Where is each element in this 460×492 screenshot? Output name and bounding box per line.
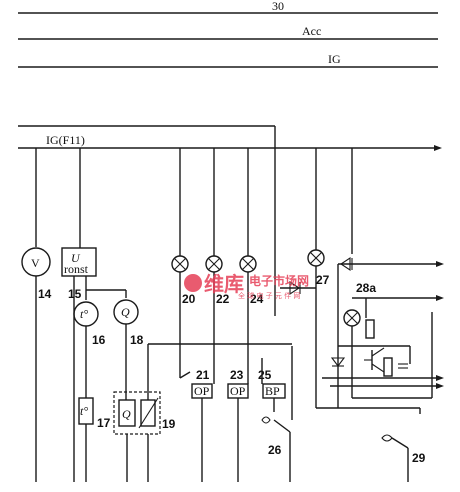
- temperature-sender: t° 17: [78, 397, 111, 482]
- temp-gauge-symbol: t°: [80, 307, 88, 321]
- op23-symbol: OP: [230, 384, 246, 398]
- regulator-symbol: U: [71, 251, 81, 265]
- voltmeter: V 14: [21, 148, 52, 482]
- rail-acc: Acc: [18, 24, 438, 40]
- temp-sender-number: 17: [97, 416, 111, 430]
- watermark-line1: 电子市场网: [249, 273, 309, 288]
- rail-30: 30: [18, 0, 438, 14]
- module-28a-number: 28a: [356, 281, 376, 295]
- oil-pressure-switch-23: OP 23: [227, 368, 249, 482]
- fuel-gauge: Q 18: [113, 299, 144, 400]
- control-module-28a: 28a: [316, 148, 444, 414]
- temperature-gauge: t° 16: [73, 290, 106, 398]
- rail-ig: IG: [18, 52, 438, 68]
- watermark-brand: 维库: [204, 272, 244, 296]
- fuel-sender-symbol: Q: [122, 407, 131, 421]
- op21-number: 21: [196, 368, 210, 382]
- op21-symbol: OP: [194, 384, 210, 398]
- bp25-symbol: BP: [265, 384, 280, 398]
- voltmeter-number: 14: [38, 287, 52, 301]
- warning-lamp-22: 22: [205, 148, 230, 384]
- temp-gauge-number: 16: [92, 333, 106, 347]
- brake-pressure-switch-25: BP 25 26: [258, 346, 293, 482]
- watermark: 维库 电子市场网 全 球 电 子 元 件 网: [184, 272, 309, 300]
- oil-pressure-switch-21: OP 21: [179, 368, 213, 482]
- switch-29: 29: [381, 434, 426, 482]
- rail-ig-label: IG: [328, 52, 341, 66]
- bp25-number: 25: [258, 368, 272, 382]
- rail-30-label: 30: [272, 0, 284, 13]
- temp-sender-symbol: t°: [80, 404, 88, 418]
- lamp-27-number: 27: [316, 273, 330, 287]
- op23-number: 23: [230, 368, 244, 382]
- lamp-22-number: 22: [216, 292, 230, 306]
- warning-lamp-24: 24: [239, 148, 264, 384]
- warning-lamp-27: 27: [280, 148, 330, 408]
- fuel-sender: Q 19: [113, 344, 176, 482]
- fuel-sender-number: 19: [162, 417, 176, 431]
- rail-ig-f11: IG(F11): [18, 125, 442, 316]
- regulator-sub: ronst: [64, 262, 89, 276]
- rail-acc-label: Acc: [302, 24, 321, 38]
- lamp-24-number: 24: [250, 292, 264, 306]
- switch29-number: 29: [412, 451, 426, 465]
- rail-ig-f11-label: IG(F11): [46, 133, 85, 147]
- switch26-number: 26: [268, 443, 282, 457]
- regulator-number: 15: [68, 287, 82, 301]
- voltmeter-symbol: V: [31, 256, 40, 270]
- lamp-20-number: 20: [182, 292, 196, 306]
- fuel-gauge-number: 18: [130, 333, 144, 347]
- voltage-regulator: U ronst 15: [61, 148, 127, 482]
- fuel-gauge-symbol: Q: [121, 305, 130, 319]
- warning-lamp-20: 20: [171, 148, 196, 378]
- watermark-line2: 全 球 电 子 元 件 网: [238, 291, 300, 300]
